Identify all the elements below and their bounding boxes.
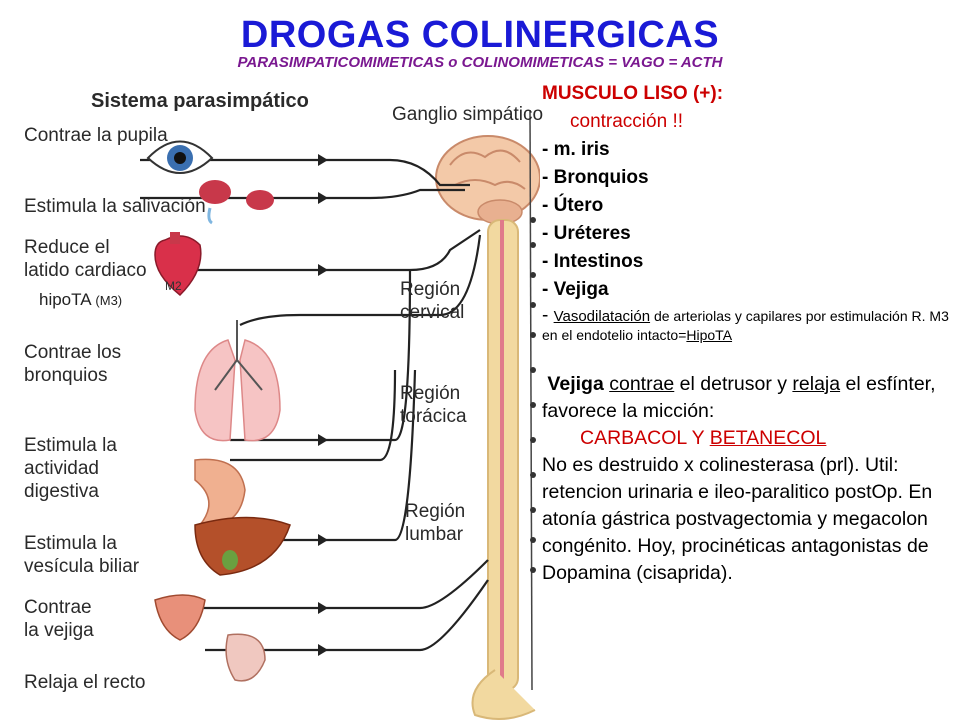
hipota-annotation: hipoTA (M3)	[39, 290, 122, 310]
nerve-pathways	[140, 158, 489, 652]
region-thoracic-label: Región torácica	[400, 383, 467, 427]
muscle-heading: MUSCULO LISO (+):	[542, 83, 724, 104]
parasympathetic-diagram	[140, 109, 540, 720]
rest-line: el esfínter, favorece la micción:	[542, 373, 936, 422]
effect-label-rectum: Relaja el recto	[24, 672, 146, 693]
detrusor-text: el detrusor y	[674, 373, 793, 395]
vaso-word: Vasodilatación	[553, 308, 651, 325]
contrae-word: contrae	[609, 373, 675, 395]
vejiga-word: Vejiga	[547, 373, 604, 395]
stomach-illustration	[194, 458, 246, 527]
ganglion-label: Ganglio simpático	[392, 104, 544, 125]
bladder-text: Vejiga contrae el detrusor y relaja el e…	[542, 371, 952, 425]
effect-label-pupil: Contrae la pupila	[24, 125, 168, 146]
eye-illustration	[146, 140, 214, 174]
hipota-label: hipoTA	[39, 290, 91, 309]
ganglion-arrows	[318, 154, 328, 656]
betanecol-label: BETANECOL	[709, 427, 827, 449]
lungs-illustration	[194, 320, 281, 442]
item-iris: - m. iris	[542, 139, 610, 160]
text-panel: MUSCULO LISO (+): contracción !! - m. ir…	[542, 80, 952, 587]
contraction-label: contracción !!	[570, 111, 683, 132]
spine-illustration	[471, 219, 536, 720]
vasodilation-text: - Vasodilatación de arteriolas y capilar…	[542, 306, 952, 345]
rectum-illustration	[225, 633, 266, 682]
page-subtitle: PARASIMPATICOMIMETICAS o COLINOMIMETICAS…	[237, 54, 723, 71]
effect-label-heart: Reduce el latido cardiaco	[24, 237, 147, 281]
vaso-text: de arteriolas y capilares por estimulaci…	[542, 308, 949, 343]
m2-label: M2	[165, 279, 182, 293]
item-utero: - Útero	[542, 195, 604, 216]
item-intestinos: - Intestinos	[542, 251, 644, 272]
effect-label-bronchi: Contrae los bronquios	[24, 342, 122, 386]
salivary-gland-illustration	[199, 180, 274, 225]
brain-illustration	[435, 135, 540, 225]
drug-names: CARBACOL Y BETANECOL	[542, 425, 952, 452]
drug-description: No es destruido x colinesterasa (prl). U…	[542, 454, 933, 584]
region-lumbar-label: Región lumbar	[405, 501, 466, 545]
effect-label-digestive: Estimula la actividad digestiva	[24, 435, 117, 502]
item-bronquios: - Bronquios	[542, 167, 649, 188]
page-title: DROGAS COLINERGICAS	[240, 14, 720, 56]
vaso-dash: -	[542, 305, 554, 326]
liver-illustration	[194, 516, 291, 576]
effect-label-bladder: Contrae la vejiga	[24, 597, 94, 641]
effect-label-gallbladder: Estimula la vesícula biliar	[24, 533, 140, 577]
item-ureteres: - Uréteres	[542, 223, 631, 244]
region-cervical-label: Región cervical	[400, 279, 465, 323]
vaso-hipota: HipoTA	[686, 327, 733, 343]
effect-label-salivation: Estimula la salivación	[24, 196, 206, 217]
heart-illustration	[154, 232, 202, 297]
carbacol-label: CARBACOL Y	[580, 427, 710, 449]
hipota-receptor: (M3)	[95, 293, 123, 308]
item-vejiga: - Vejiga	[542, 279, 609, 300]
sympathetic-ganglion-chain	[529, 109, 536, 691]
bladder-illustration	[154, 594, 206, 641]
relaja-word: relaja	[792, 373, 841, 395]
diagram-heading: Sistema parasimpático	[91, 90, 309, 112]
